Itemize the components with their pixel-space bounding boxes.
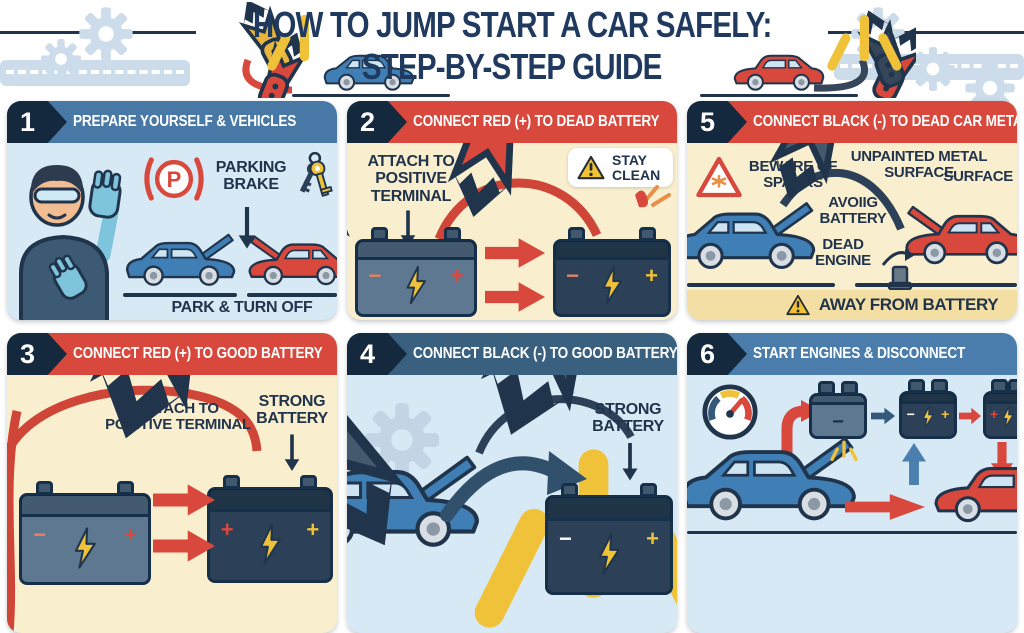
panel-step6: 6 START ENGINES & DISCONNECT − [687, 333, 1017, 633]
away-from-battery-label: AWAY FROM BATTERY [818, 295, 999, 314]
panel-title: CONNECT RED (+) TO DEAD BATTERY [413, 113, 660, 130]
ground-line [123, 293, 237, 297]
battery-charged: + + [983, 379, 1017, 439]
steps-grid: 1 PREPARE YOURSELF & VEHICLES [0, 101, 1024, 633]
page-title: HOW TO JUMP START A CAR SAFELY: STEP-BY-… [0, 4, 1024, 88]
car-keys-icon [299, 151, 333, 197]
jumper-clamps-left-icon [196, 2, 312, 98]
stay-clean-callout: STAY CLEAN [568, 148, 673, 188]
panel-step5: 5 CONNECT BLACK (-) TO DEAD CAR METAL BE… [687, 101, 1017, 320]
ground-line [700, 94, 858, 97]
park-turn-off-label: PARK & TURN OFF [171, 299, 313, 316]
svg-text:P: P [167, 167, 182, 192]
ground-line [687, 531, 1017, 534]
right-arrow [871, 407, 895, 425]
dead-engine-label: DEAD ENGINE [815, 236, 871, 270]
red-car-open-hood-icon [243, 233, 337, 293]
parking-brake-icon: P [144, 157, 204, 201]
sparks-icon [827, 437, 861, 463]
panel-title: START ENGINES & DISCONNECT [753, 345, 966, 362]
dead-battery: − + [355, 227, 477, 317]
jumper-clamps-right-icon [813, 2, 916, 98]
sparks-warning-triangle-icon [696, 156, 742, 198]
ground-line [247, 293, 337, 297]
bolt-icon [921, 405, 936, 429]
battery-charging: − + [899, 379, 957, 439]
road-decor-left [0, 60, 190, 86]
up-arrow [901, 443, 927, 485]
strong-battery-label: STRONG BATTERY [592, 401, 664, 436]
panel-step4: 4 CONNECT BLACK (-) TO GOOD BATTERY STRO… [347, 333, 677, 633]
avoid-battery-label: AVOIIG BATTERY [819, 194, 887, 228]
panel-step1: 1 PREPARE YOURSELF & VEHICLES [7, 101, 337, 320]
warning-triangle-icon [786, 294, 810, 316]
panel-body: BEWARE OF SPARKS UNPAINTED METAL SURFACE… [687, 143, 1017, 320]
ground-line [292, 94, 450, 97]
bolt-icon [595, 532, 623, 576]
dead-battery: − + [19, 481, 151, 585]
down-arrow-icon [621, 441, 639, 481]
panel-step3: 3 CONNECT RED (+) TO GOOD BATTERY ATTACH… [7, 333, 337, 633]
donor-battery: − + [553, 227, 671, 317]
attach-positive-label: ATTACH TO POSITIVE TERMINAL [105, 400, 251, 434]
parking-brake-label: PARKING BRAKE [215, 159, 287, 194]
ground-line [687, 283, 835, 287]
bolt-icon [403, 265, 429, 305]
panel-title: CONNECT BLACK (-) TO GOOD BATTERY [413, 345, 677, 362]
panel-body: ATTACH TO POSITIVE TERMINAL STRONG BATTE… [7, 375, 337, 633]
panel-body: STRONG BATTERY − + [347, 375, 677, 633]
panel-step2: 2 CONNECT RED (+) TO DEAD BATTERY ATTACH… [347, 101, 677, 320]
attach-positive-label: ATTACH TO POSITIVE TERMINAL [367, 153, 455, 205]
curved-arrow-icon [440, 451, 587, 522]
bolt-icon [256, 522, 284, 566]
panel-body: P PARKING BRAKE [7, 143, 337, 320]
surface-label: SURFACE [943, 168, 1013, 185]
blue-car-open-hood-icon [123, 231, 241, 294]
down-arrow-icon [283, 433, 301, 471]
strong-battery: − + [545, 483, 673, 595]
panel-title: CONNECT BLACK (-) TO DEAD CAR METAL [753, 113, 1017, 130]
panel-body: ATTACH TO POSITIVE TERMINAL STAY CLEAN −… [347, 143, 677, 320]
gauge-icon [702, 384, 758, 440]
strong-battery: + + [207, 475, 333, 583]
panel-body: − − + + + [687, 375, 1017, 633]
stay-clean-label: STAY CLEAN [612, 152, 661, 183]
red-car-icon [929, 451, 1017, 539]
panel-title: CONNECT RED (+) TO GOOD BATTERY [73, 345, 323, 362]
ground-line [855, 283, 1017, 287]
person-with-gloves-icon [19, 165, 122, 320]
title-line-1: HOW TO JUMP START A CAR SAFELY: [252, 4, 772, 45]
right-arrow [959, 407, 981, 425]
battery-discharged: − [809, 381, 867, 439]
header-divider-right [828, 31, 1024, 34]
bolt-icon [599, 265, 625, 305]
red-jumper-cable-icon [347, 143, 671, 319]
infographic-header: HOW TO JUMP START A CAR SAFELY: STEP-BY-… [0, 0, 1024, 100]
bolt-icon [71, 526, 99, 570]
bolt-icon [1001, 405, 1016, 429]
strong-battery-label: STRONG BATTERY [256, 393, 328, 428]
unpainted-metal-label: UNPAINTED METAL SURFACE [850, 148, 988, 182]
away-from-battery-strip: AWAY FROM BATTERY [687, 290, 1017, 320]
black-jumper-cable-icon [347, 375, 677, 633]
panel-title: PREPARE YOURSELF & VEHICLES [73, 113, 297, 130]
title-line-2: STEP-BY-STEP GUIDE [362, 46, 662, 87]
